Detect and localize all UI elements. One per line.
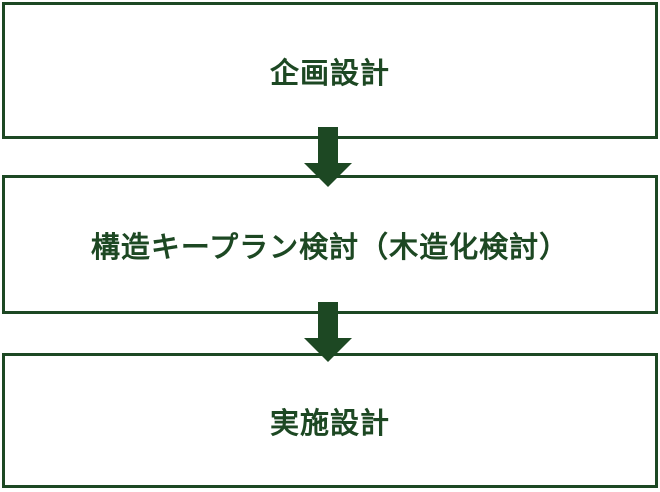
down-arrow-icon bbox=[304, 127, 352, 187]
flow-step-detailed-design-label: 実施設計 bbox=[269, 407, 390, 440]
flow-step-detailed-design: 実施設計 bbox=[2, 353, 658, 488]
flow-step-structural-key-plan-label: 構造キープラン検討（木造化検討） bbox=[90, 231, 570, 264]
flow-step-structural-key-plan: 構造キープラン検討（木造化検討） bbox=[2, 175, 658, 314]
flow-step-planning: 企画設計 bbox=[2, 2, 658, 139]
flow-step-planning-label: 企画設計 bbox=[269, 57, 390, 90]
down-arrow-icon bbox=[304, 302, 352, 362]
